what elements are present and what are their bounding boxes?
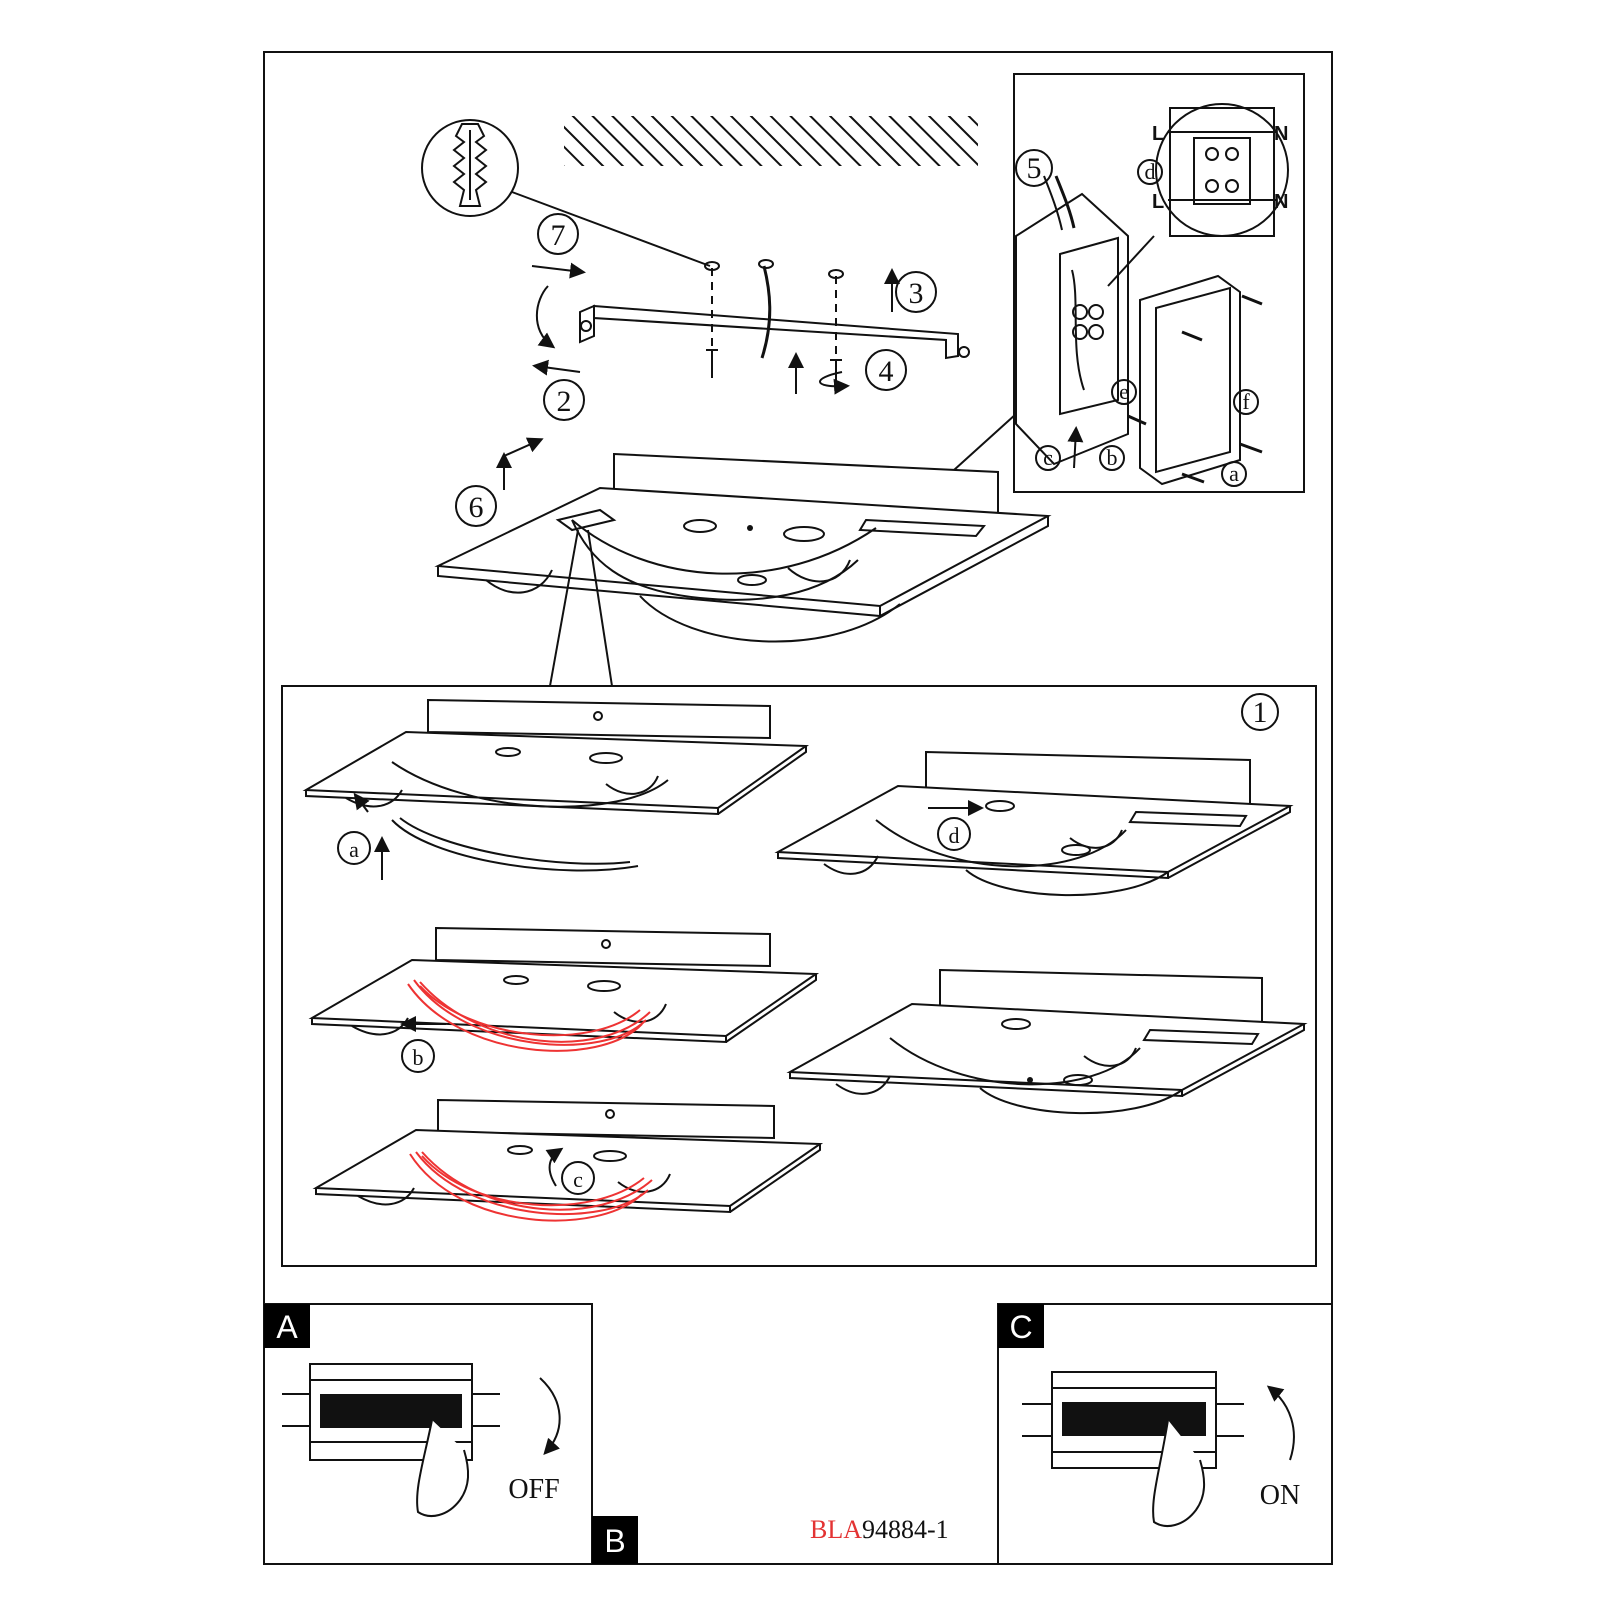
shade-step-b-marker: b (401, 1039, 435, 1073)
shade-final-lamp (786, 968, 1308, 1115)
wall-plug-detail (421, 119, 711, 267)
wiring-label-c: c (1035, 445, 1061, 471)
shade-step-c-marker: c (561, 1161, 595, 1195)
svg-text:d: d (1145, 159, 1156, 184)
detail-leader-left (549, 529, 579, 687)
svg-text:a: a (349, 837, 359, 862)
wiring-label-e: e (1111, 379, 1137, 405)
product-code: BLA94884-1 (810, 1515, 949, 1544)
panel-c-frame (997, 1303, 1333, 1565)
svg-text:1: 1 (1253, 696, 1268, 729)
svg-text:f: f (1242, 389, 1250, 414)
step-3-marker: 3 (895, 271, 937, 313)
mounting-bracket (531, 259, 970, 395)
wiring-leader (953, 413, 1017, 471)
wiring-label-f: f (1233, 389, 1259, 415)
ceiling-lamp-main (434, 437, 1052, 643)
svg-text:L: L (1152, 191, 1164, 213)
ceiling-hatch (564, 116, 978, 166)
wiring-label-d: d (1137, 159, 1163, 185)
shade-step-a-lamp (302, 698, 810, 880)
svg-text:N: N (1274, 123, 1288, 145)
svg-text:6: 6 (469, 491, 484, 524)
panel-b-tag: B (592, 1516, 638, 1564)
svg-text:4: 4 (879, 355, 894, 388)
svg-text:N: N (1274, 191, 1288, 213)
step-1-marker: 1 (1241, 693, 1279, 731)
shade-step-a-marker: a (337, 831, 371, 865)
svg-text:7: 7 (551, 219, 566, 252)
svg-text:d: d (949, 823, 960, 848)
svg-text:C: C (1009, 1309, 1032, 1345)
svg-text:e: e (1119, 379, 1129, 404)
panel-a-state: OFF (508, 1474, 559, 1505)
panel-c-tag: C (998, 1304, 1044, 1348)
step-5-marker: 5 (1015, 149, 1053, 187)
svg-text:5: 5 (1027, 152, 1042, 185)
svg-text:3: 3 (909, 277, 924, 310)
svg-text:b: b (1107, 445, 1118, 470)
breaker-on-illustration (1022, 1371, 1295, 1527)
panel-a-tag: A (264, 1304, 310, 1348)
svg-text:c: c (573, 1167, 583, 1192)
wiring-detail-panel: L N L N (1013, 73, 1305, 493)
svg-text:L: L (1152, 123, 1164, 145)
wiring-label-b: b (1099, 445, 1125, 471)
panel-a-frame (263, 1303, 593, 1565)
wiring-label-a: a (1221, 461, 1247, 487)
breaker-off-illustration (282, 1363, 561, 1517)
step-4-marker: 4 (865, 349, 907, 391)
svg-text:2: 2 (557, 385, 572, 418)
step-7-marker: 7 (537, 213, 579, 255)
shade-step-d-marker: d (937, 817, 971, 851)
shade-step-c-lamp (312, 1098, 824, 1222)
shade-step-d-lamp (774, 750, 1294, 897)
svg-text:b: b (413, 1045, 424, 1070)
detail-leader-right (587, 529, 613, 687)
shade-detail-panel (281, 685, 1317, 1267)
svg-text:c: c (1043, 445, 1053, 470)
step-6-marker: 6 (455, 485, 497, 527)
svg-text:a: a (1229, 461, 1239, 486)
step-2-marker: 2 (543, 379, 585, 421)
svg-text:A: A (276, 1309, 298, 1345)
shade-step-b-lamp (308, 926, 820, 1052)
page-frame (263, 51, 1333, 1565)
panel-c-state: ON (1260, 1480, 1300, 1511)
svg-text:B: B (604, 1523, 625, 1559)
